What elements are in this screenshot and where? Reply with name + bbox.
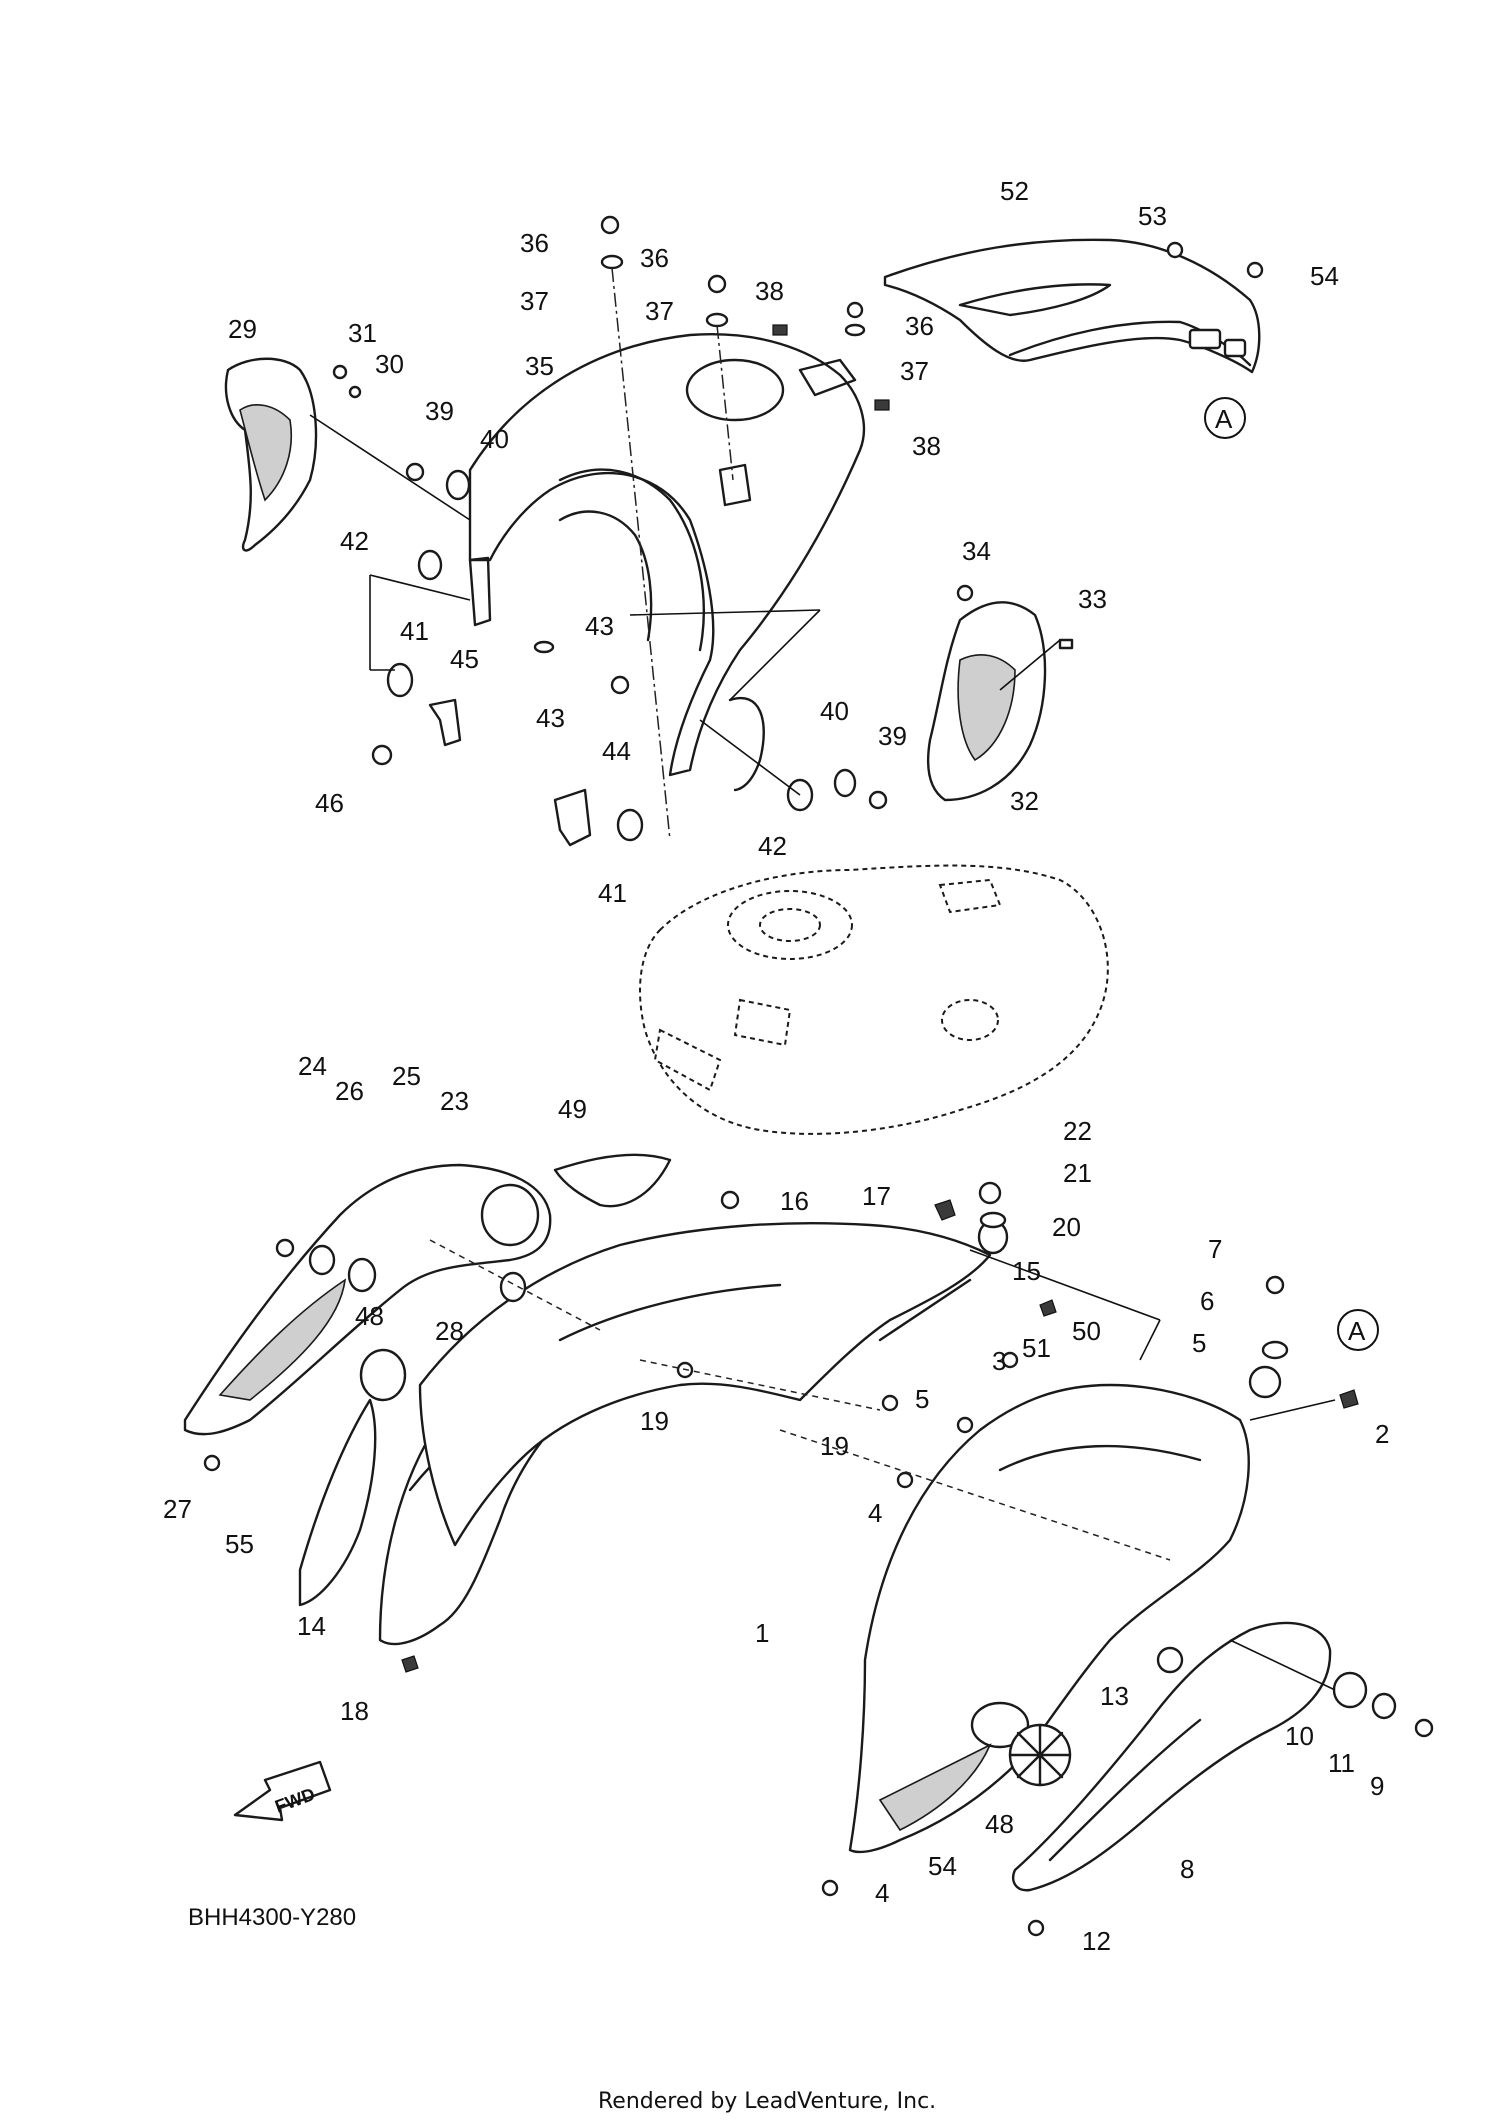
callout-2: 2 bbox=[1375, 1419, 1389, 1449]
callout-19: 19 bbox=[820, 1431, 849, 1461]
fwd-arrow-icon: FWD bbox=[233, 1760, 332, 1822]
callout-52: 50 bbox=[1072, 1316, 1101, 1346]
callout-41: 41 bbox=[400, 616, 429, 646]
callout-41: 41 bbox=[598, 878, 627, 908]
callout-32: 32 bbox=[1010, 786, 1039, 816]
part-1-front-cowl bbox=[848, 1383, 1250, 1854]
callout-37: 37 bbox=[900, 356, 929, 386]
part-16-20-cowl-body bbox=[418, 1222, 992, 1547]
ref-marker-a-lower: A bbox=[1337, 1309, 1379, 1351]
diagram-code: BHH4300-Y280 bbox=[188, 1904, 356, 1931]
callout-42: 42 bbox=[758, 831, 787, 861]
callout-24: 24 bbox=[298, 1051, 327, 1081]
callout-5: 4 bbox=[868, 1498, 882, 1528]
svg-text:A: A bbox=[1348, 1316, 1366, 1346]
callout-55: 55 bbox=[225, 1529, 254, 1559]
part-47-top-cover bbox=[883, 238, 1261, 374]
callout-4: 4 bbox=[875, 1878, 889, 1908]
callout-9: 8 bbox=[1180, 1854, 1194, 1884]
part-29-side-panel bbox=[224, 357, 318, 552]
callout-11: 10 bbox=[1285, 1721, 1314, 1751]
callout-54: 54 bbox=[928, 1851, 957, 1881]
fuel-tank-outline bbox=[639, 864, 1109, 1135]
leader-lines bbox=[309, 267, 1336, 1691]
callout-48: 53 bbox=[1138, 201, 1167, 231]
callout-40: 40 bbox=[480, 424, 509, 454]
callout-10: 9 bbox=[1370, 1771, 1384, 1801]
callout-30: 30 bbox=[375, 349, 404, 379]
callout-47: 52 bbox=[1000, 176, 1029, 206]
callout-13: 12 bbox=[1082, 1926, 1111, 1956]
callout-39: 39 bbox=[425, 396, 454, 426]
callout-14: 13 bbox=[1100, 1681, 1129, 1711]
callout-6: 5 bbox=[1192, 1328, 1206, 1358]
callout-49: 48 bbox=[985, 1809, 1014, 1839]
callout-35: 35 bbox=[525, 351, 554, 381]
callout-43: 43 bbox=[536, 703, 565, 733]
callout-12: 11 bbox=[1328, 1748, 1355, 1778]
callout-36: 36 bbox=[640, 243, 669, 273]
callout-38: 38 bbox=[755, 276, 784, 306]
callout-25: 25 bbox=[392, 1061, 421, 1091]
part-35-tank-cover bbox=[468, 333, 866, 792]
callout-36: 36 bbox=[905, 311, 934, 341]
callout-38: 38 bbox=[912, 431, 941, 461]
callout-46: 46 bbox=[315, 788, 344, 818]
callout-17: 16 bbox=[780, 1186, 809, 1216]
callout-31: 31 bbox=[348, 318, 377, 348]
callout-7: 6 bbox=[1200, 1286, 1214, 1316]
callout-1: 1 bbox=[755, 1618, 769, 1648]
callout-53: 51 bbox=[1022, 1333, 1051, 1363]
callout-18: 17 bbox=[862, 1181, 891, 1211]
callout-16: 15 bbox=[1012, 1256, 1041, 1286]
part-55-panel bbox=[298, 1398, 377, 1607]
callout-8: 7 bbox=[1208, 1234, 1222, 1264]
callout-37: 37 bbox=[520, 286, 549, 316]
callout-40: 40 bbox=[820, 696, 849, 726]
callout-43: 43 bbox=[585, 611, 614, 641]
callout-15: 14 bbox=[297, 1611, 326, 1641]
callout-5: 5 bbox=[915, 1384, 929, 1414]
hardware-lower bbox=[203, 1181, 1434, 1937]
callout-34: 34 bbox=[962, 536, 991, 566]
part-23-cowl bbox=[183, 1163, 552, 1436]
callout-44: 44 bbox=[602, 736, 631, 766]
callout-19: 19 bbox=[640, 1406, 669, 1436]
part-51-shield bbox=[553, 1153, 672, 1208]
callout-28: 28 bbox=[435, 1316, 464, 1346]
svg-text:A: A bbox=[1215, 404, 1233, 434]
callout-51: 49 bbox=[558, 1094, 587, 1124]
callouts: 52 53 54 36 36 36 37 37 37 38 38 29 31 3… bbox=[163, 176, 1389, 1956]
callout-45: 45 bbox=[450, 644, 479, 674]
callout-39: 39 bbox=[878, 721, 907, 751]
callout-50: 48 bbox=[355, 1301, 384, 1331]
callout-3: 3 bbox=[992, 1346, 1006, 1376]
callout-22: 22 bbox=[1063, 1116, 1092, 1146]
callout-48: 54 bbox=[1310, 261, 1339, 291]
callout-20: 20 bbox=[1052, 1212, 1081, 1242]
footer-credit: Rendered by LeadVenture, Inc. bbox=[598, 2089, 936, 2114]
hardware-upper bbox=[332, 215, 1264, 847]
callout-21: 21 bbox=[1063, 1158, 1092, 1188]
callout-27: 27 bbox=[163, 1494, 192, 1524]
ref-marker-a-upper: A bbox=[1204, 397, 1246, 439]
callout-29: 29 bbox=[228, 314, 257, 344]
callout-33: 33 bbox=[1078, 584, 1107, 614]
callout-26: 26 bbox=[335, 1076, 364, 1106]
callout-36: 36 bbox=[520, 228, 549, 258]
callout-18: 18 bbox=[340, 1696, 369, 1726]
callout-37: 37 bbox=[645, 296, 674, 326]
part-32-side-panel bbox=[926, 601, 1047, 802]
callout-23: 23 bbox=[440, 1086, 469, 1116]
callout-42: 42 bbox=[340, 526, 369, 556]
